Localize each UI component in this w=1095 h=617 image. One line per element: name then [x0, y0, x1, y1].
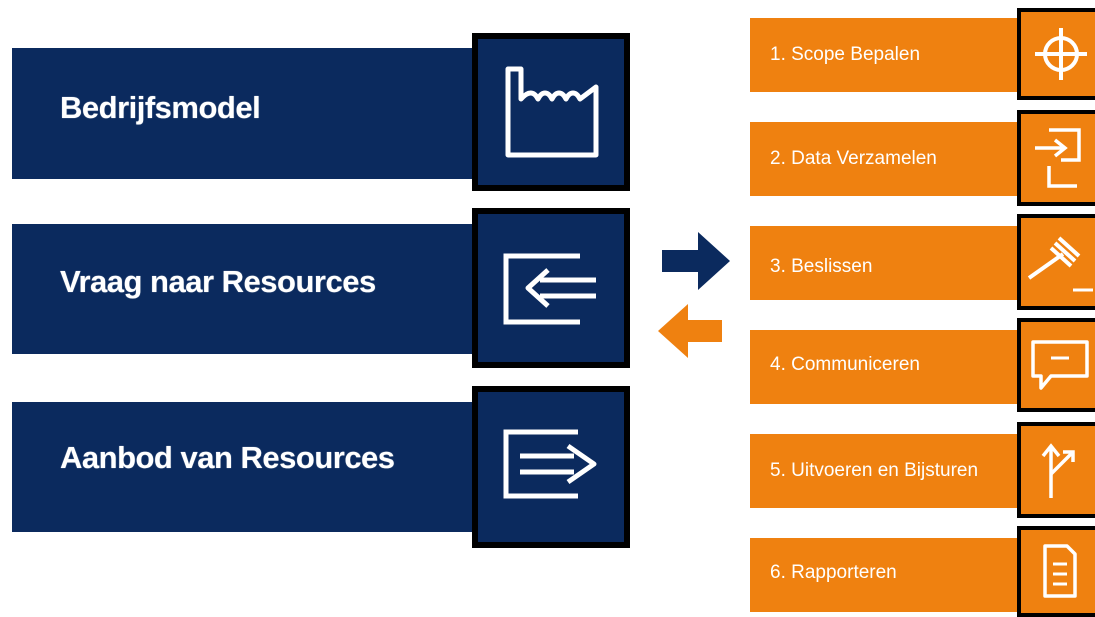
step-5-bar: 5. Uitvoeren en Bijsturen	[750, 434, 1022, 508]
block-label: Vraag naar Resources	[60, 264, 376, 299]
step-2-bar: 2. Data Verzamelen	[750, 122, 1022, 196]
step-6-icon-box	[1017, 526, 1095, 617]
step-1-bar: 1. Scope Bepalen	[750, 18, 1022, 92]
block-label: Aanbod van Resources	[60, 440, 395, 475]
step-label: 4. Communiceren	[770, 354, 920, 375]
arrow-right-icon	[662, 232, 730, 290]
block-aanbod-van-resources: Aanbod van Resources	[12, 402, 492, 532]
gavel-icon	[1027, 236, 1093, 292]
step-label: 3. Beslissen	[770, 256, 873, 277]
arrow-in-icon-box	[472, 208, 630, 368]
factory-icon-box	[472, 33, 630, 191]
step-3-icon-box	[1017, 214, 1095, 310]
document-icon	[1043, 544, 1077, 598]
step-4-icon-box	[1017, 318, 1095, 412]
arrow-out-icon-box	[472, 386, 630, 548]
arrow-out-icon	[503, 429, 597, 499]
step-4-bar: 4. Communiceren	[750, 330, 1022, 404]
step-5-icon-box	[1017, 422, 1095, 518]
block-vraag-naar-resources: Vraag naar Resources	[12, 224, 492, 354]
step-2-icon-box	[1017, 110, 1095, 206]
step-1-icon-box	[1017, 8, 1095, 100]
step-6-bar: 6. Rapporteren	[750, 538, 1022, 612]
block-bedrijfsmodel: Bedrijfsmodel	[12, 48, 492, 179]
step-label: 6. Rapporteren	[770, 562, 897, 583]
step-label: 5. Uitvoeren en Bijsturen	[770, 460, 979, 481]
crosshair-icon	[1035, 28, 1087, 80]
arrow-left-icon	[658, 304, 722, 358]
factory-icon	[505, 66, 599, 158]
split-arrows-icon	[1041, 443, 1075, 498]
step-label: 1. Scope Bepalen	[770, 44, 921, 65]
speech-bubble-icon	[1031, 340, 1089, 390]
arrow-in-icon	[503, 253, 596, 325]
step-label: 2. Data Verzamelen	[770, 148, 937, 169]
step-3-bar: 3. Beslissen	[750, 226, 1022, 300]
block-label: Bedrijfsmodel	[60, 90, 261, 125]
data-transfer-icon	[1035, 128, 1081, 188]
